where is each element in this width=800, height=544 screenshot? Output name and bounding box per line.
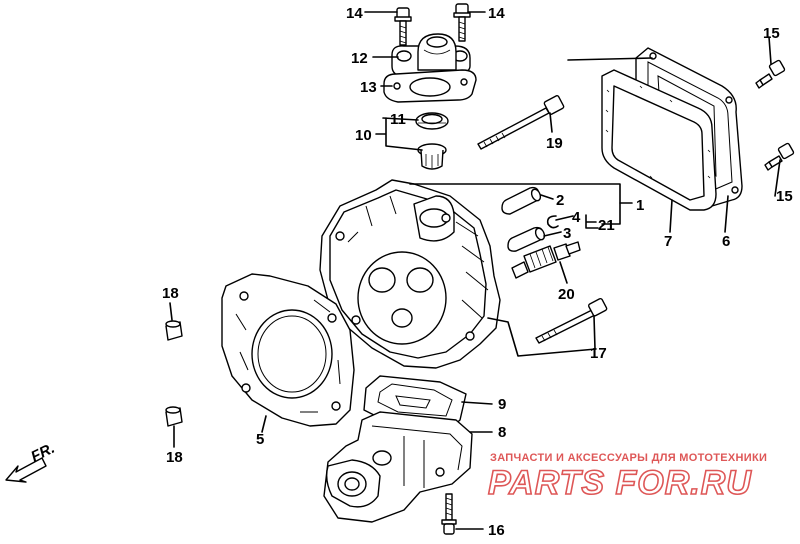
head-cover-gasket-7 <box>601 69 717 211</box>
watermark-brand: PARTS FOR.RU <box>488 464 752 502</box>
callout-14-left: 14 <box>346 5 363 22</box>
bolt-15-top <box>755 59 786 89</box>
callout-14-right: 14 <box>488 5 505 22</box>
callout-18-bottom: 18 <box>166 449 183 466</box>
dowel-pin-3 <box>507 226 546 252</box>
thermostat-cover-12 <box>391 33 471 77</box>
spark-plug-20 <box>511 241 581 279</box>
callout-16: 16 <box>488 522 505 539</box>
gasket-13 <box>383 69 477 103</box>
leader-lines <box>169 11 781 530</box>
callout-19: 19 <box>546 135 563 152</box>
callout-labels: 14 14 12 13 11 10 19 15 15 2 1 4 21 3 7 … <box>162 5 793 539</box>
front-label: FR. <box>28 440 57 466</box>
cylinder-head-1 <box>319 179 501 369</box>
callout-17: 17 <box>590 345 607 362</box>
callout-18-top: 18 <box>162 285 179 302</box>
callout-8: 8 <box>498 424 506 441</box>
callout-2: 2 <box>556 192 564 209</box>
callout-15-top: 15 <box>763 25 780 42</box>
callout-3: 3 <box>563 225 571 242</box>
callout-20: 20 <box>558 286 575 303</box>
clip-4 <box>546 215 559 229</box>
callout-1: 1 <box>636 197 644 214</box>
callout-6: 6 <box>722 233 730 250</box>
callout-12: 12 <box>351 50 368 67</box>
bolt-17 <box>535 297 608 344</box>
bolt-16 <box>441 493 457 535</box>
dowel-pin-2 <box>501 186 542 215</box>
head-gasket-5 <box>221 273 355 427</box>
dowel-18-top <box>165 320 183 341</box>
bolt-19 <box>477 95 565 150</box>
callout-9: 9 <box>498 396 506 413</box>
callout-10: 10 <box>355 127 372 144</box>
callout-21: 21 <box>598 217 615 234</box>
thermostat-10 <box>417 143 447 170</box>
watermark-tagline: ЗАПЧАСТИ И АКСЕССУАРЫ ДЛЯ МОТОТЕХНИКИ <box>490 452 767 464</box>
dowel-18-bottom <box>165 406 183 427</box>
callout-7: 7 <box>664 233 672 250</box>
bolt-14-left <box>394 7 412 46</box>
watermark: ЗАПЧАСТИ И АКСЕССУАРЫ ДЛЯ МОТОТЕХНИКИ PA… <box>487 452 767 503</box>
callout-11: 11 <box>390 111 406 128</box>
case-8 <box>323 411 473 523</box>
callout-13: 13 <box>360 79 377 96</box>
bolt-15-bottom <box>764 142 795 171</box>
callout-5: 5 <box>256 431 264 448</box>
front-direction-arrow: FR. <box>5 440 57 483</box>
bolt-14-right <box>453 3 471 42</box>
callout-4: 4 <box>572 209 581 226</box>
seal-ring-11 <box>415 112 449 130</box>
callout-15-bottom: 15 <box>776 188 793 205</box>
